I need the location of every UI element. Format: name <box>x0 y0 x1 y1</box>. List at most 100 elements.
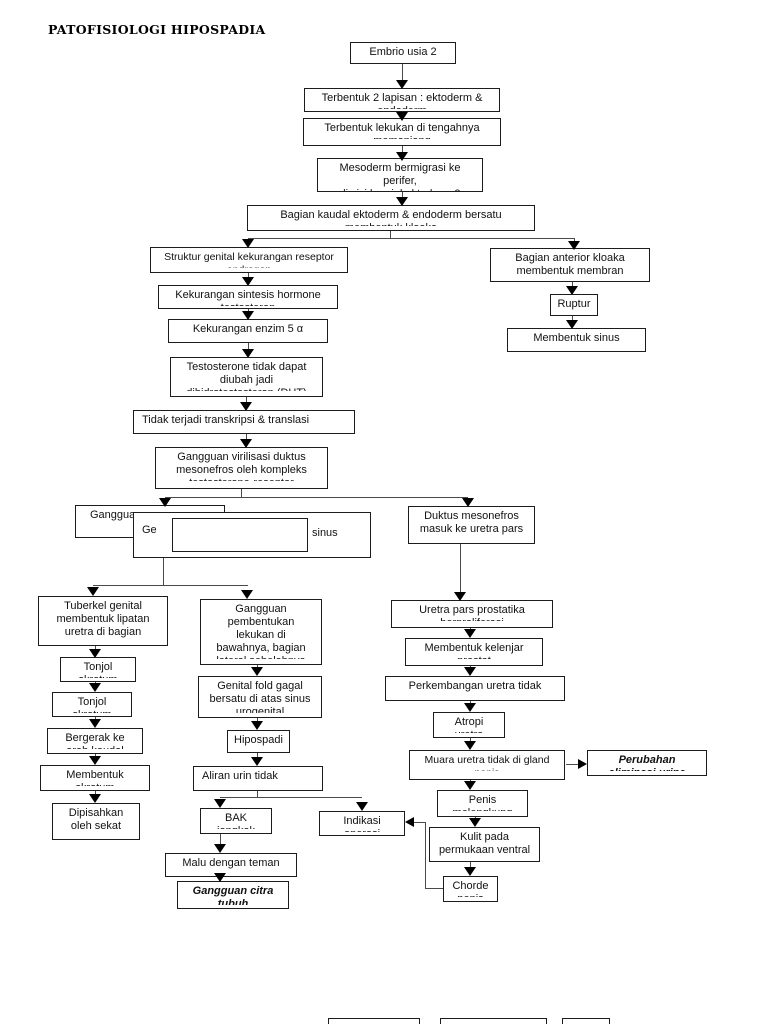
arrow-down-icon <box>251 667 263 676</box>
connector-line <box>248 343 249 351</box>
arrow-down-icon <box>396 112 408 121</box>
node-penis: Penis melengkung <box>437 790 528 817</box>
connector-line <box>402 64 403 81</box>
node-bottom-partial-1 <box>328 1018 420 1024</box>
node-tonjol-1: Tonjol skrotum <box>60 657 136 682</box>
node-overlap-front-blank <box>172 518 308 552</box>
node-virilisasi: Gangguan virilisasi duktus mesonefros ol… <box>155 447 328 489</box>
arrow-down-icon <box>454 592 466 601</box>
node-testosterone: Testosterone tidak dapat diubah jadi dih… <box>170 357 323 397</box>
node-aliran-urin: Aliran urin tidak <box>193 766 323 791</box>
node-bergerak: Bergerak ke arah kaudal <box>47 728 143 754</box>
node-gangguan-citra: Gangguan citra tubuh <box>177 881 289 909</box>
arrow-down-icon <box>356 802 368 811</box>
node-bottom-partial-2 <box>440 1018 547 1024</box>
arrow-down-icon <box>566 286 578 295</box>
arrow-down-icon <box>464 667 476 676</box>
arrow-down-icon <box>464 629 476 638</box>
node-perubahan: Perubahan eliminasi urine <box>587 750 707 776</box>
node-muara-uretra: Muara uretra tidak di gland penis <box>409 750 565 780</box>
connector-line <box>246 397 247 404</box>
arrow-down-icon <box>241 590 253 599</box>
arrow-down-icon <box>568 241 580 250</box>
node-indikasi: Indikasi operasi <box>319 811 405 836</box>
arrow-down-icon <box>89 683 101 692</box>
arrow-down-icon <box>464 867 476 876</box>
arrow-down-icon <box>159 498 171 507</box>
node-enzim: Kekurangan enzim 5 α <box>168 319 328 343</box>
arrow-down-icon <box>464 741 476 750</box>
node-kloaka: Bagian anterior kloaka membentuk membran <box>490 248 650 282</box>
node-sintesis-hormone: Kekurangan sintesis hormone testosteron <box>158 285 338 309</box>
arrow-down-icon <box>251 721 263 730</box>
arrow-down-icon <box>462 498 474 507</box>
node-chorde: Chorde penis <box>443 876 498 902</box>
node-struktur-genital: Struktur genital kekurangan reseptor and… <box>150 247 348 273</box>
page-title: PATOFISIOLOGI HIPOSPADIA <box>48 22 266 37</box>
node-dipisahkan: Dipisahkan oleh sekat <box>52 803 140 840</box>
node-perkembangan: Perkembangan uretra tidak <box>385 676 565 701</box>
node-tonjol-2: Tonjol skrotum <box>52 692 132 717</box>
node-kulit: Kulit pada permukaan ventral <box>429 827 540 862</box>
node-malu: Malu dengan teman <box>165 853 297 877</box>
connector-line <box>246 434 247 441</box>
connector-line <box>248 273 249 279</box>
arrow-down-icon <box>89 649 101 658</box>
connector-line <box>248 238 575 239</box>
connector-line <box>460 544 461 594</box>
arrow-right-icon <box>578 759 587 769</box>
arrow-down-icon <box>240 439 252 448</box>
connector-line <box>390 231 391 239</box>
connector-line <box>402 192 403 198</box>
node-lekukan: Terbentuk lekukan di tengahnya memanjang <box>303 118 501 146</box>
node-transkripsi: Tidak terjadi transkripsi & translasi <box>133 410 355 434</box>
arrow-down-icon <box>214 873 226 882</box>
arrow-down-icon <box>251 757 263 766</box>
node-gangguan-pembentukan: Gangguan pembentukan lekukan di bawahnya… <box>200 599 322 665</box>
connector-line <box>574 238 575 242</box>
node-embrio: Embrio usia 2 <box>350 42 456 64</box>
node-bak: BAK jongkok <box>200 808 272 834</box>
connector-line <box>402 143 403 153</box>
arrow-down-icon <box>464 781 476 790</box>
arrow-down-icon <box>89 794 101 803</box>
node-tuberkel: Tuberkel genital membentuk lipatan uretr… <box>38 596 168 646</box>
arrow-down-icon <box>396 152 408 161</box>
connector-line <box>413 822 425 823</box>
node-duktus-mesonefros: Duktus mesonefros masuk ke uretra pars <box>408 506 535 544</box>
node-mesoderm: Mesoderm bermigrasi ke perifer, di sisi … <box>317 158 483 192</box>
node-membentuk: Membentuk skrotum <box>40 765 150 791</box>
connector-line <box>470 862 471 870</box>
connector-line <box>165 497 468 498</box>
arrow-down-icon <box>469 818 481 827</box>
node-kaudal: Bagian kaudal ektoderm & endoderm bersat… <box>247 205 535 231</box>
node-bottom-partial-3 <box>562 1018 610 1024</box>
connector-line <box>425 822 426 889</box>
connector-line <box>572 282 573 288</box>
arrow-down-icon <box>87 587 99 596</box>
connector-line <box>572 316 573 322</box>
connector-line <box>241 489 242 498</box>
overlap-fragment-right: sinus <box>312 527 338 539</box>
arrow-down-icon <box>89 719 101 728</box>
arrow-down-icon <box>240 402 252 411</box>
arrow-down-icon <box>214 799 226 808</box>
node-kelenjar: Membentuk kelenjar prostat <box>405 638 543 666</box>
connector-line <box>220 834 221 847</box>
overlap-fragment-left: Ge <box>142 524 157 536</box>
connector-line <box>257 753 258 760</box>
arrow-down-icon <box>242 311 254 320</box>
arrow-down-icon <box>89 756 101 765</box>
arrow-down-icon <box>214 844 226 853</box>
arrow-down-icon <box>464 703 476 712</box>
arrow-down-icon <box>242 239 254 248</box>
arrow-down-icon <box>566 320 578 329</box>
connector-line <box>95 646 96 651</box>
arrow-down-icon <box>396 197 408 206</box>
node-lapisan: Terbentuk 2 lapisan : ektoderm & endoder… <box>304 88 500 112</box>
arrow-down-icon <box>242 349 254 358</box>
connector-line <box>163 558 164 586</box>
connector-line <box>425 888 443 889</box>
node-hipospadi: Hipospadi <box>227 730 290 753</box>
